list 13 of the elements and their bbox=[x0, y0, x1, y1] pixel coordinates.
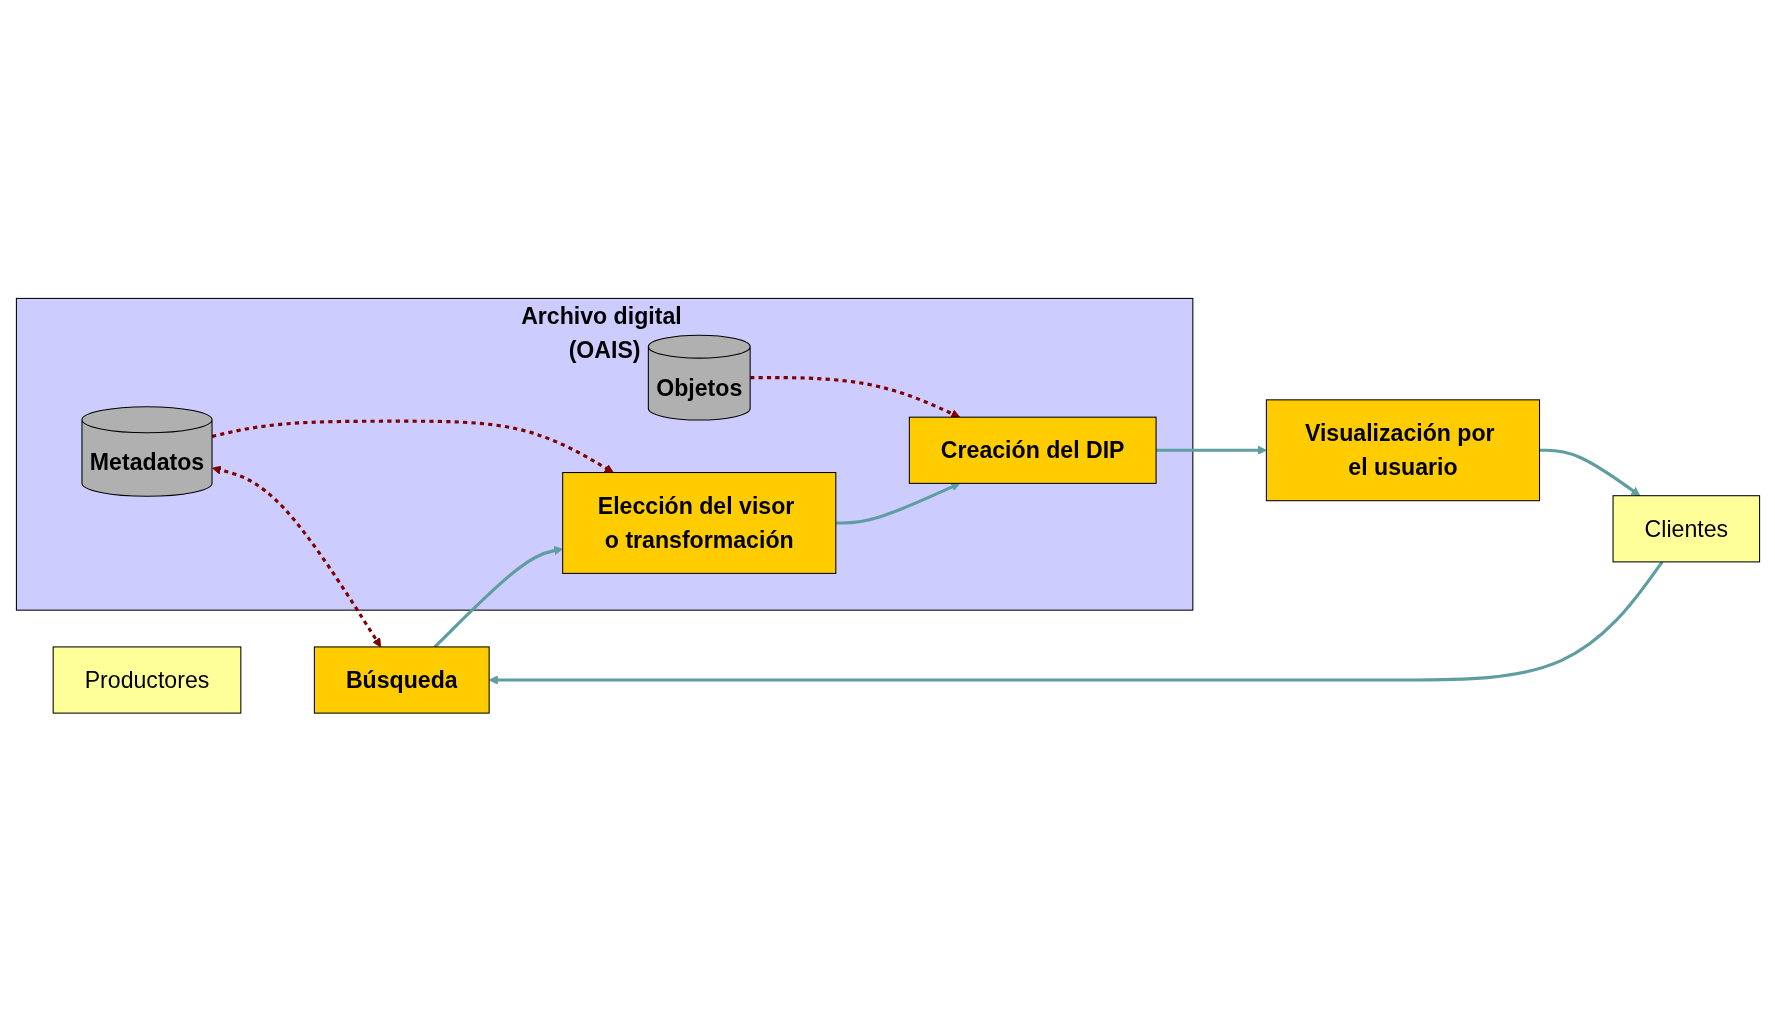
node-box: Búsqueda bbox=[313, 646, 490, 714]
arrow bbox=[1539, 448, 1640, 496]
node-box: Elección del visor o transformación bbox=[561, 471, 836, 574]
arrow bbox=[488, 560, 1664, 685]
arrow bbox=[433, 545, 563, 648]
arrow bbox=[211, 465, 381, 648]
node-box: Visualización por el usuario bbox=[1265, 399, 1540, 501]
arrow bbox=[835, 482, 960, 525]
node-box: Productores bbox=[52, 646, 241, 714]
arrow bbox=[211, 419, 614, 473]
node-box: Creación del DIP bbox=[908, 416, 1157, 484]
arrow bbox=[749, 375, 960, 418]
node-box: Clientes bbox=[1612, 494, 1760, 563]
